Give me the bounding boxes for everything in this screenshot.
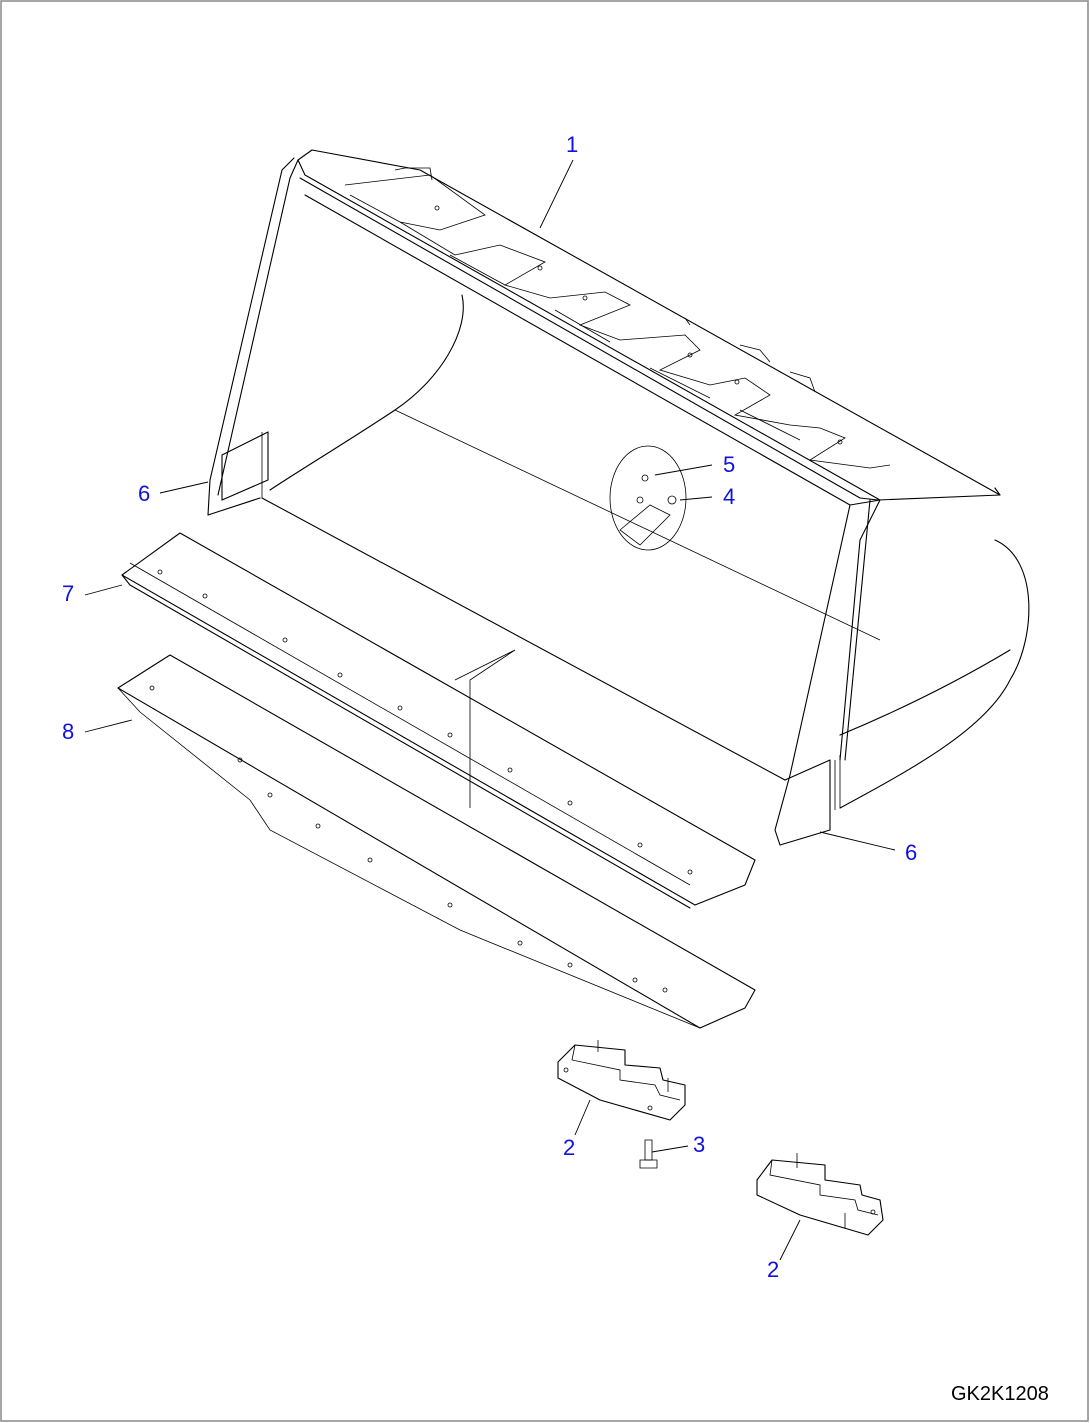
callout-4: 4	[723, 484, 735, 509]
drawing-code: GK2K1208	[951, 1383, 1049, 1405]
callout-1: 1	[566, 132, 578, 157]
callout-6-left: 6	[138, 481, 150, 506]
leader-2-right	[779, 1219, 801, 1261]
callout-8: 8	[62, 719, 74, 744]
callout-3: 3	[693, 1132, 705, 1157]
bolt-on-edge-drawing	[117, 654, 756, 1029]
shroud-right-drawing	[756, 1153, 884, 1236]
bolt-drawing	[639, 1139, 658, 1169]
shroud-left-drawing	[557, 1040, 686, 1121]
callout-2-right: 2	[767, 1257, 779, 1282]
leader-6-left	[159, 481, 209, 494]
cutting-edge-drawing	[121, 532, 756, 909]
callout-7: 7	[62, 581, 74, 606]
leader-7	[84, 584, 123, 596]
callout-5: 5	[723, 452, 735, 477]
leader-6-right	[819, 831, 896, 851]
leader-2-left	[574, 1099, 591, 1136]
bucket-drawing	[207, 149, 1030, 846]
callout-6-right: 6	[905, 840, 917, 865]
leader-4	[679, 496, 713, 501]
callout-2-left: 2	[563, 1135, 575, 1160]
leader-3	[651, 1145, 689, 1153]
leader-8	[84, 719, 133, 733]
leader-5	[654, 464, 713, 476]
leader-1	[539, 159, 574, 229]
